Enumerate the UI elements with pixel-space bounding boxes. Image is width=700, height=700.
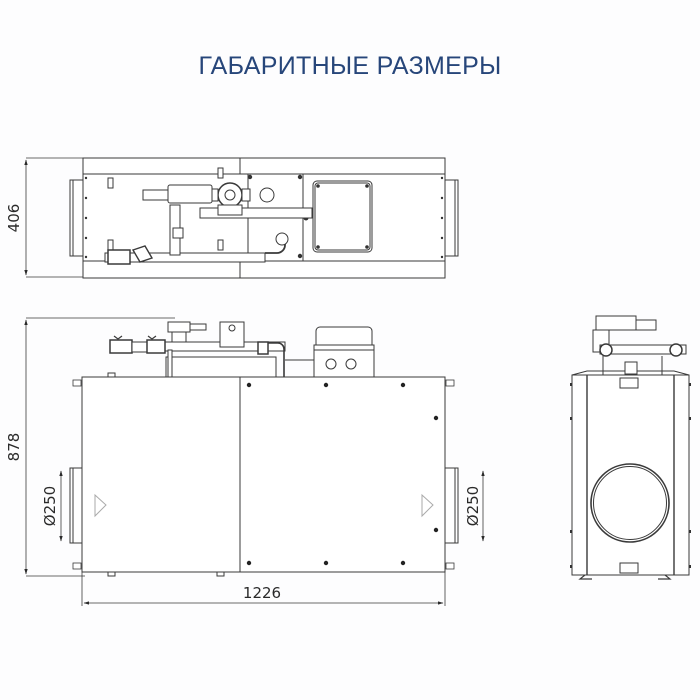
left-duct-diameter: Ø250 <box>41 486 59 526</box>
side-view <box>570 315 691 580</box>
front-width-dimension: 1226 <box>243 584 281 602</box>
top-view <box>24 157 459 279</box>
page-title: ГАБАРИТНЫЕ РАЗМЕРЫ <box>198 52 502 80</box>
top-height-dimension: 406 <box>5 204 23 233</box>
right-duct-diameter: Ø250 <box>464 486 482 526</box>
front-view <box>24 317 485 606</box>
front-height-dimension: 878 <box>5 433 23 462</box>
